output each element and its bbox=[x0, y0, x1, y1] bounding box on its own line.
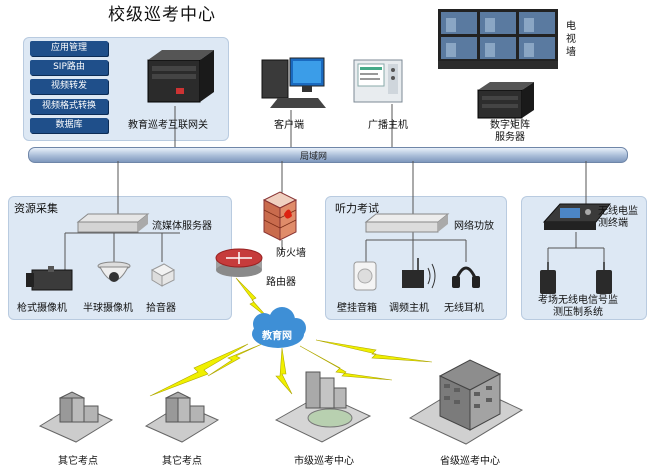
diagram-title: 校级巡考中心 bbox=[108, 5, 216, 25]
site-building-1-icon bbox=[38, 391, 114, 443]
site-building-city-icon bbox=[274, 371, 372, 443]
amplifier-icon bbox=[364, 213, 450, 233]
broadcast-host-icon bbox=[353, 59, 403, 103]
media-server-label: 流媒体服务器 bbox=[152, 221, 212, 232]
gateway-server-icon bbox=[147, 50, 214, 103]
router-icon bbox=[215, 248, 263, 277]
suppression-unit-icon bbox=[540, 262, 612, 294]
amplifier-label: 网络功放 bbox=[454, 221, 494, 232]
site-label-province: 省级巡考中心 bbox=[440, 456, 500, 467]
firewall-icon bbox=[262, 191, 298, 241]
gateway-label: 教育巡考互联网关 bbox=[128, 120, 208, 131]
wireless-terminal-label: 无线电监测终端 bbox=[598, 206, 638, 229]
lan-bus bbox=[28, 147, 628, 163]
gun-camera-label: 枪式摄像机 bbox=[17, 303, 67, 314]
pickup-label: 拾音器 bbox=[146, 303, 176, 314]
client-computer-icon bbox=[261, 57, 326, 108]
dome-camera-icon bbox=[97, 261, 131, 282]
module-app-management: 应用管理 bbox=[30, 41, 108, 56]
lan-label: 局域网 bbox=[300, 152, 328, 162]
connection-lines bbox=[64, 104, 605, 270]
speaker-label: 壁挂音箱 bbox=[337, 303, 377, 314]
broadcast-host-label: 广播主机 bbox=[368, 120, 408, 131]
wireless-system-label: 考场无线电信号监测压制系统 bbox=[538, 295, 618, 318]
site-building-province-icon bbox=[408, 359, 524, 445]
gun-camera-icon bbox=[26, 266, 73, 291]
matrix-server-icon bbox=[477, 82, 534, 119]
module-sip-routing: SIP路由 bbox=[30, 60, 108, 75]
pickup-icon bbox=[150, 263, 176, 287]
edu-net-label: 教育网 bbox=[262, 331, 292, 342]
fm-host-label: 调频主机 bbox=[389, 303, 429, 314]
lightning-links bbox=[149, 277, 433, 397]
site-label-city: 市级巡考中心 bbox=[294, 456, 354, 467]
module-video-forwarding: 视频转发 bbox=[30, 79, 108, 94]
router-label: 路由器 bbox=[266, 277, 296, 288]
site-building-2-icon bbox=[144, 391, 220, 443]
module-video-format-conversion: 视频格式转换 bbox=[30, 99, 108, 114]
matrix-server-label: 数字矩阵服务器 bbox=[490, 120, 530, 143]
fm-host-icon bbox=[402, 258, 436, 289]
resource-panel-title: 资源采集 bbox=[14, 202, 58, 215]
site-label-2: 其它考点 bbox=[162, 456, 202, 467]
client-label: 客户端 bbox=[274, 120, 304, 131]
module-database: 数据库 bbox=[30, 118, 108, 133]
wireless-terminal-icon bbox=[542, 203, 612, 230]
wireless-panel bbox=[521, 196, 647, 320]
edu-net-cloud-icon bbox=[252, 307, 306, 348]
tv-wall-icon bbox=[438, 9, 558, 69]
site-label-1: 其它考点 bbox=[58, 456, 98, 467]
firewall-label: 防火墙 bbox=[276, 248, 306, 259]
headphone-icon bbox=[452, 266, 480, 288]
dome-camera-label: 半球摄像机 bbox=[83, 303, 133, 314]
tv-wall-label: 电视墙 bbox=[566, 21, 576, 58]
wall-speaker-icon bbox=[353, 261, 377, 291]
media-server-icon bbox=[76, 213, 150, 233]
listening-panel-title: 听力考试 bbox=[335, 202, 379, 215]
headphone-label: 无线耳机 bbox=[444, 303, 484, 314]
